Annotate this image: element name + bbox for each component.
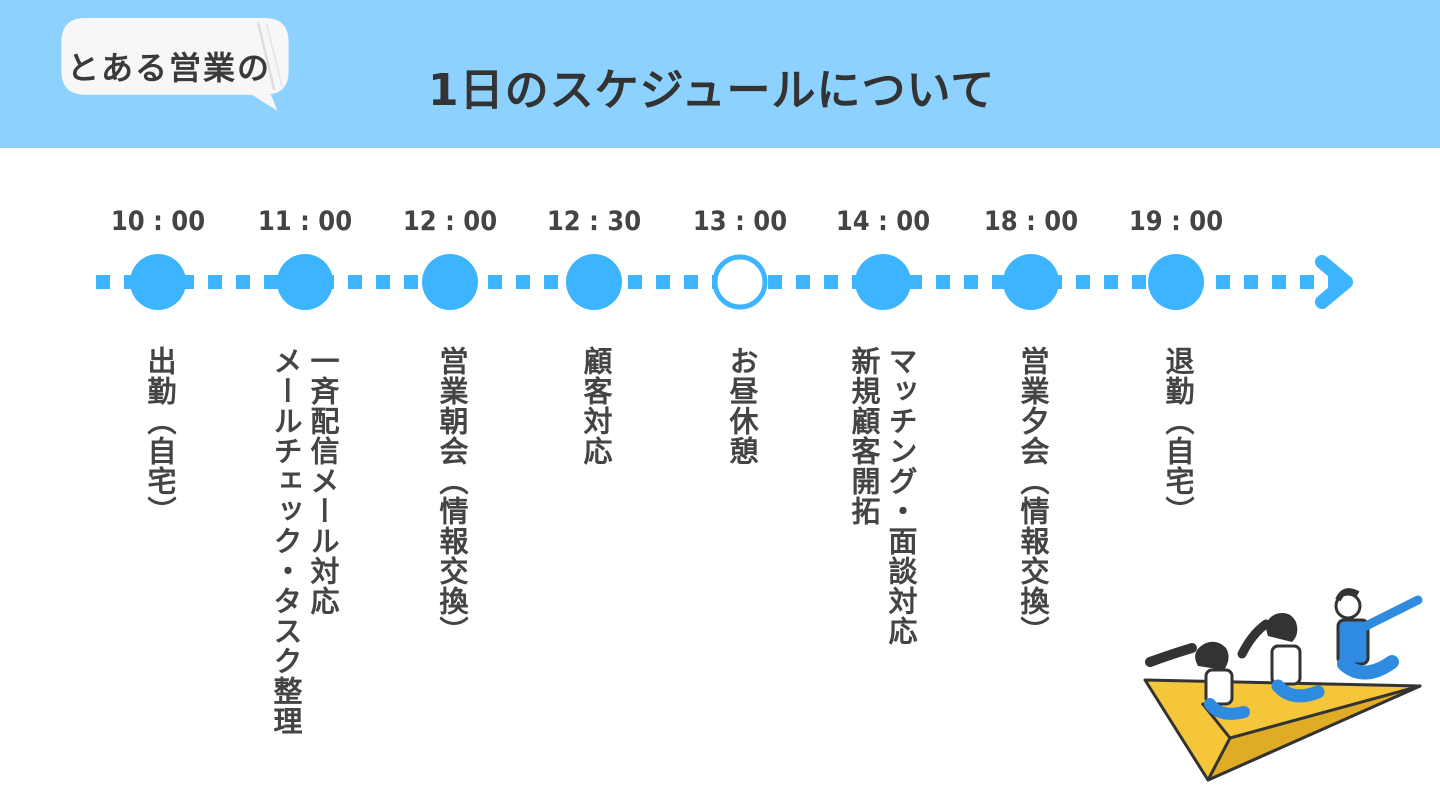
activity-text: 新規顧客開拓 xyxy=(849,346,878,646)
activity-label: 退勤（自宅） xyxy=(1163,346,1192,526)
time-label: 10 : 00 xyxy=(88,206,228,237)
activity-label: マッチング・面談対応新規顧客開拓 xyxy=(849,346,915,646)
timeline-marker xyxy=(855,254,911,310)
activity-label: 営業朝会（情報交換） xyxy=(437,346,466,646)
activity-label: 一斉配信メール対応メールチェック・タスク整理 xyxy=(271,346,337,736)
timeline-marker xyxy=(566,254,622,310)
activity-text: 営業夕会（情報交換） xyxy=(1018,346,1047,646)
activity-text: 一斉配信メール対応 xyxy=(308,346,337,736)
activity-label: お昼休憩 xyxy=(727,346,756,466)
activity-label: 顧客対応 xyxy=(581,346,610,466)
activity-text: メールチェック・タスク整理 xyxy=(271,346,300,736)
activity-text: 退勤（自宅） xyxy=(1163,346,1192,526)
time-label: 18 : 00 xyxy=(961,206,1101,237)
time-label: 19 : 00 xyxy=(1106,206,1246,237)
timeline-marker xyxy=(1148,254,1204,310)
timeline-marker xyxy=(715,257,765,307)
time-label: 12 : 00 xyxy=(380,206,520,237)
activity-text: 顧客対応 xyxy=(581,346,610,466)
timeline-marker xyxy=(277,254,333,310)
time-label: 12 : 30 xyxy=(524,206,664,237)
timeline-marker xyxy=(1003,254,1059,310)
activity-text: マッチング・面談対応 xyxy=(886,346,915,646)
activity-text: 出勤（自宅） xyxy=(145,346,174,526)
time-label: 14 : 00 xyxy=(813,206,953,237)
timeline xyxy=(0,0,1440,330)
timeline-marker xyxy=(130,254,186,310)
paper-plane-team-illustration xyxy=(1140,588,1430,788)
activity-label: 出勤（自宅） xyxy=(145,346,174,526)
time-label: 13 : 00 xyxy=(670,206,810,237)
activity-text: 営業朝会（情報交換） xyxy=(437,346,466,646)
time-label: 11 : 00 xyxy=(235,206,375,237)
timeline-marker xyxy=(422,254,478,310)
activity-text: お昼休憩 xyxy=(727,346,756,466)
activity-label: 営業夕会（情報交換） xyxy=(1018,346,1047,646)
